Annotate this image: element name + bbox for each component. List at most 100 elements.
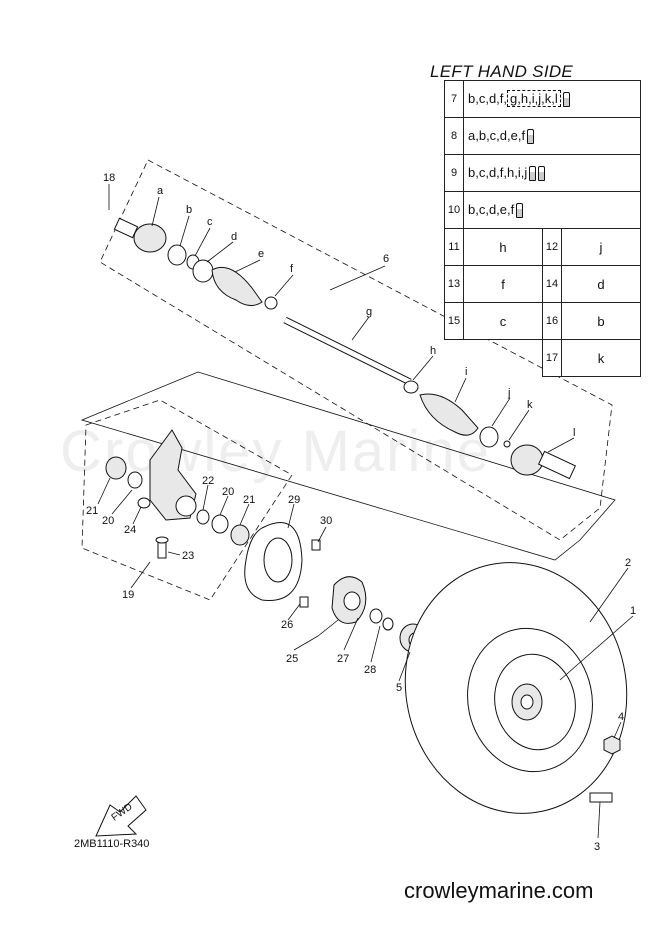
repair-kit-table: 7 b,c,d,f,g,h,i,j,k,l 8 a,b,c,d,e,f 9 b,… bbox=[444, 80, 641, 377]
kit-row: 7 b,c,d,f,g,h,i,j,k,l bbox=[444, 80, 641, 118]
band-d bbox=[192, 259, 214, 283]
kit-number: 9 bbox=[444, 154, 464, 192]
callout-6: 6 bbox=[383, 253, 389, 265]
kit-contents: b,c,d,f,g,h,i,j,k,l bbox=[463, 80, 641, 118]
callout-20-left: 20 bbox=[102, 515, 114, 527]
drive-shaft-part bbox=[283, 316, 412, 386]
callout-1: 1 bbox=[630, 605, 636, 617]
callout-d: d bbox=[231, 231, 237, 243]
footer-site-link[interactable]: crowleymarine.com bbox=[404, 878, 594, 903]
steering-knuckle bbox=[149, 429, 197, 521]
callout-24: 24 bbox=[124, 524, 136, 536]
callout-27: 27 bbox=[337, 653, 349, 665]
callout-19: 19 bbox=[122, 589, 134, 601]
kit-contents-text: b,c,d,e,f bbox=[468, 201, 515, 217]
callout-a: a bbox=[157, 185, 164, 197]
band-h bbox=[403, 380, 419, 394]
bearing-21-right bbox=[230, 524, 250, 546]
callout-l: l bbox=[573, 427, 575, 439]
part-number: 14 bbox=[542, 265, 562, 303]
band-j bbox=[479, 426, 499, 448]
part-letter: h bbox=[463, 228, 543, 266]
callout-23: 23 bbox=[182, 550, 194, 562]
grease-tube-icon bbox=[538, 166, 546, 182]
grease-tube-icon bbox=[516, 203, 524, 219]
callout-21-left: 21 bbox=[86, 505, 98, 517]
forward-direction-arrow: FWD bbox=[95, 795, 147, 837]
pair-row: 13 f 14 d bbox=[444, 265, 641, 303]
leader-lines bbox=[97, 184, 634, 839]
washer-28-b bbox=[382, 617, 394, 631]
brake-disc-29 bbox=[244, 522, 303, 601]
boot-i bbox=[419, 393, 479, 436]
part-letter: d bbox=[561, 265, 641, 303]
wheel-tire-assembly bbox=[404, 562, 628, 814]
part-letter: b bbox=[561, 302, 641, 340]
part-letter: f bbox=[463, 265, 543, 303]
callout-h: h bbox=[430, 345, 436, 357]
part-number: 15 bbox=[444, 302, 464, 340]
callout-j: j bbox=[507, 387, 510, 399]
kit-number: 7 bbox=[444, 80, 464, 118]
callout-26: 26 bbox=[281, 619, 293, 631]
kit-row: 9 b,c,d,f,h,i,j bbox=[444, 154, 641, 192]
callout-g: g bbox=[366, 306, 372, 318]
band-f bbox=[264, 296, 278, 310]
callout-c: c bbox=[207, 216, 213, 228]
grease-tube-icon bbox=[562, 92, 570, 108]
washer-28-a bbox=[369, 608, 383, 624]
part-letter: k bbox=[561, 339, 641, 377]
kit-number: 8 bbox=[444, 117, 464, 155]
callout-28: 28 bbox=[364, 664, 376, 676]
grease-tube-icon bbox=[529, 166, 537, 182]
ball-joint-23 bbox=[155, 536, 169, 559]
kit-contents: b,c,d,f,h,i,j bbox=[463, 154, 641, 192]
callout-b: b bbox=[186, 204, 192, 216]
pair-row: 17 k bbox=[445, 339, 641, 377]
kit-contents-text: a,b,c,d,e,f bbox=[468, 127, 526, 143]
cv-joint-outer-a bbox=[113, 217, 167, 253]
boot-e bbox=[211, 266, 263, 306]
part-number: 16 bbox=[542, 302, 562, 340]
callout-20-right: 20 bbox=[222, 486, 234, 498]
callout-k: k bbox=[527, 399, 533, 411]
part-number: 12 bbox=[542, 228, 562, 266]
wheel-stud-3 bbox=[589, 792, 613, 803]
oil-seal-20-right bbox=[211, 514, 229, 534]
bolt-30 bbox=[311, 539, 321, 551]
kit-contents-text: b,c,d,f, bbox=[468, 90, 508, 106]
circlip-b bbox=[167, 244, 187, 266]
part-letter: j bbox=[561, 228, 641, 266]
bearing-21-left bbox=[105, 456, 127, 480]
axle-assembly-outline bbox=[80, 371, 616, 561]
kit-contents: a,b,c,d,e,f bbox=[463, 117, 641, 155]
grease-tube-icon bbox=[527, 129, 535, 145]
diagram-code: 2MB1110-R340 bbox=[74, 838, 150, 850]
pair-row: 11 h 12 j bbox=[444, 228, 641, 266]
callout-3: 3 bbox=[594, 841, 600, 853]
callout-29: 29 bbox=[288, 494, 300, 506]
callout-22: 22 bbox=[202, 475, 214, 487]
kit-contents-text: b,c,d,f,h,i,j bbox=[468, 164, 528, 180]
callout-30: 30 bbox=[320, 515, 332, 527]
wheel-nut-4 bbox=[603, 735, 621, 755]
callout-labels: 18 a b c d e f 6 g h i j k l 21 20 24 22… bbox=[86, 172, 636, 853]
pair-row: 15 c 16 b bbox=[444, 302, 641, 340]
drive-shaft-group-outline bbox=[99, 159, 613, 541]
spacer-22 bbox=[196, 509, 210, 525]
wheel-hub-27 bbox=[331, 576, 367, 624]
callout-f: f bbox=[290, 263, 294, 275]
empty-cell bbox=[464, 340, 543, 377]
knuckle-group-outline bbox=[81, 399, 293, 601]
part-number: 17 bbox=[542, 339, 562, 377]
part-number: 11 bbox=[444, 228, 464, 266]
kit-contents: b,c,d,e,f bbox=[463, 191, 641, 229]
callout-2: 2 bbox=[625, 557, 631, 569]
callout-21-right: 21 bbox=[243, 494, 255, 506]
bolt-26 bbox=[299, 596, 309, 608]
cv-joint-inner-l bbox=[510, 444, 577, 480]
callout-18: 18 bbox=[103, 172, 115, 184]
circlip-k bbox=[503, 440, 511, 448]
callout-25: 25 bbox=[286, 653, 298, 665]
